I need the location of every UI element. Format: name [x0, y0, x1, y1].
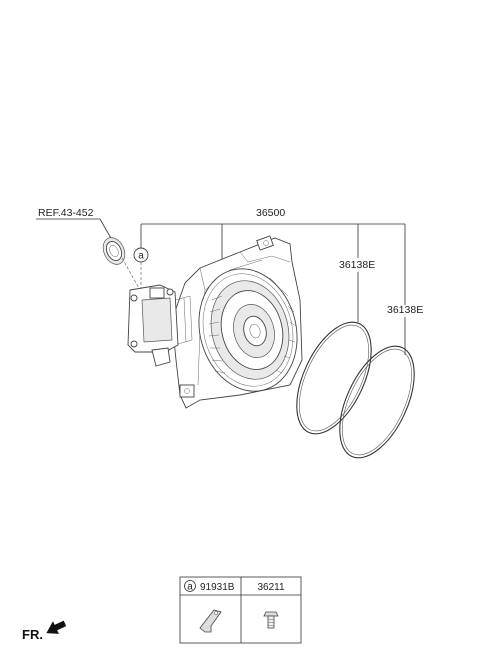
main-assembly-label[interactable]: 36500 [256, 207, 285, 219]
front-arrow-icon [46, 620, 67, 634]
oil-seal [102, 237, 141, 291]
front-indicator: FR. [22, 620, 67, 642]
ref-label[interactable]: REF.43-452 [38, 207, 94, 219]
oring-2[interactable]: 36138E [324, 304, 429, 469]
fr-label: FR. [22, 627, 43, 642]
bolt-icon [263, 611, 279, 629]
ref-callout[interactable]: REF.43-452 [36, 207, 113, 241]
bracket-icon [199, 609, 222, 633]
legend-col1-header[interactable]: a 91931B [184, 580, 235, 594]
oring-1-label[interactable]: 36138E [339, 259, 375, 271]
legend-part-36211[interactable]: 36211 [257, 582, 285, 593]
marker-a[interactable]: a [133, 247, 149, 290]
legend-part-91931b[interactable]: 91931B [200, 582, 235, 593]
marker-a-text: a [138, 251, 144, 262]
motor-assembly-drawing [127, 235, 303, 409]
oring-1[interactable]: 36138E [281, 259, 386, 445]
main-assembly-callout[interactable]: 36500 [140, 207, 406, 305]
oring-2-label[interactable]: 36138E [387, 304, 423, 316]
legend-table: a 91931B 36211 [179, 576, 302, 644]
legend-marker-text: a [187, 582, 193, 593]
